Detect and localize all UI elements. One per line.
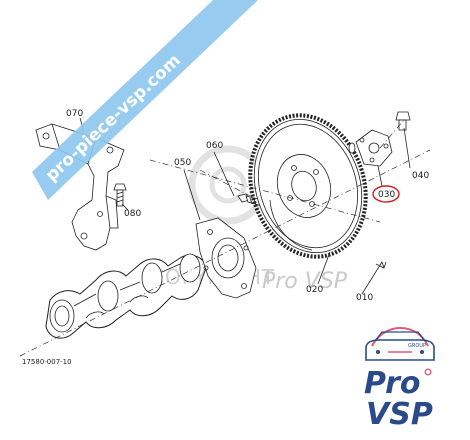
center-watermark-text: Pro VSP	[262, 269, 348, 294]
highlight-circle-030	[372, 185, 400, 203]
part-label-070: 070	[66, 109, 83, 119]
part-label-050: 050	[174, 158, 191, 168]
drawing-number: 17580-007-10	[22, 358, 72, 366]
bracket-070	[35, 123, 125, 251]
flange-030	[348, 129, 393, 167]
car-icon	[365, 326, 435, 361]
bolt-040	[395, 111, 411, 131]
provsp-logo: GROUP Pro VSP	[364, 326, 435, 432]
bolt-080	[113, 183, 127, 207]
logo-vsp-text: VSP	[366, 397, 433, 432]
logo-group-text: GROUP	[408, 343, 426, 349]
logo-pro-text: Pro	[364, 366, 420, 401]
part-label-040: 040	[412, 171, 429, 181]
axis-lines	[19, 119, 431, 357]
part-label-010: 010	[356, 293, 373, 303]
crankshaft	[45, 253, 207, 339]
leader-lines	[79, 117, 411, 295]
part-label-020: 020	[306, 285, 323, 295]
logo-dot-icon	[424, 368, 432, 376]
plate-050	[195, 217, 257, 299]
flywheel	[248, 113, 368, 259]
part-label-080: 080	[124, 209, 141, 219]
part-labels: 070 080 050 060 040 030 020 010	[66, 109, 429, 303]
part-label-060: 060	[206, 141, 223, 151]
part-label-030: 030	[378, 190, 395, 200]
